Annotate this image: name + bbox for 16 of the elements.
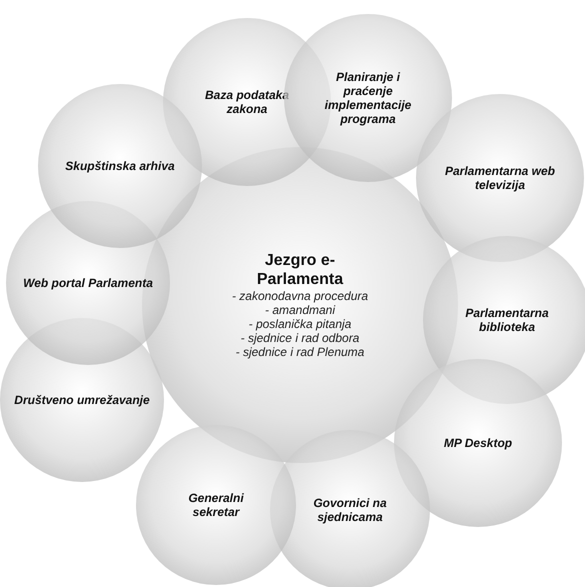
- list-item: - sjednice i rad odbora: [240, 331, 360, 345]
- circle-label: Baza podataka zakona: [204, 88, 290, 116]
- list-item: - zakonodavna procedura: [232, 289, 368, 303]
- circle-label: Govornici na sjednicama: [312, 496, 388, 524]
- circle-label: Skupštinska arhiva: [65, 159, 175, 173]
- list-item: - amandmani: [264, 303, 336, 317]
- circle-label: Parlamentarna biblioteka: [464, 306, 550, 334]
- circle-label: Planiranje i praćenje implementacije programa: [324, 70, 412, 126]
- circle-label: Web portal Parlamenta: [23, 276, 153, 290]
- circle-label: Društveno umrežavanje: [14, 393, 150, 407]
- circle-label: MP Desktop: [444, 436, 512, 450]
- circle-label: Generalni sekretar: [187, 491, 245, 519]
- circle-title: Jezgro e-Parlamenta: [256, 251, 344, 289]
- list-item: - poslanička pitanja: [248, 317, 352, 331]
- list-item: - sjednice i rad Plenuma: [236, 345, 364, 359]
- circle-label: Parlamentarna web televizija: [444, 164, 556, 192]
